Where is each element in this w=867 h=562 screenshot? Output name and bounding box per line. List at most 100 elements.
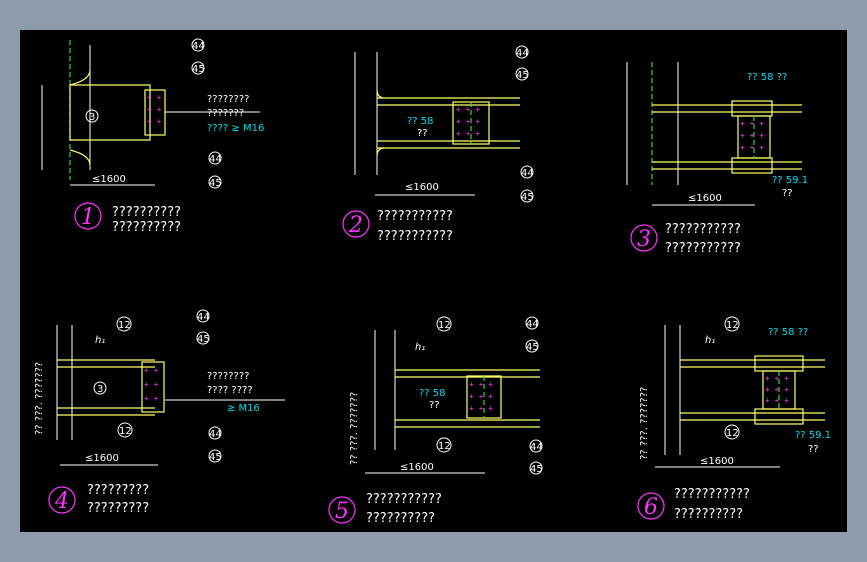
detail-4: + + + + + + ≤1600 h₁ 12 12 3 44 45 44 45…	[34, 309, 285, 516]
ref-label: 3	[89, 112, 95, 123]
flange-plate	[754, 408, 804, 425]
detail-number-circle	[74, 202, 102, 230]
span-label: ≤1600	[92, 174, 126, 185]
plate-label-2: ??	[417, 128, 428, 139]
weld-bubble	[724, 316, 740, 332]
weld-bubble	[191, 61, 205, 75]
weld-bubble	[724, 424, 740, 440]
caption-line-1: ???????????	[366, 492, 442, 507]
caption-line-1: ???????????	[674, 487, 750, 502]
vertical-note: ?? ???. ???????	[639, 387, 650, 460]
bolt-mark: + + +	[740, 143, 764, 152]
weld-label: 12	[726, 428, 739, 439]
weld-bubble	[116, 316, 132, 332]
note-3: ≥ M16	[227, 403, 260, 414]
caption-line-2: ??????????	[674, 507, 743, 522]
bolt-mark: + +	[147, 105, 162, 114]
detail-number: 2	[348, 213, 363, 238]
bolt-mark: + +	[144, 394, 159, 403]
bottom-note-2: ??	[782, 188, 793, 199]
span-label: ≤1600	[85, 453, 119, 464]
beam-outline	[376, 89, 520, 157]
note-3: ???? ≥ M16	[207, 123, 264, 134]
note-2: ???? ????	[207, 385, 253, 396]
detail-number-circle	[630, 224, 658, 252]
weld-bubble	[525, 339, 539, 353]
h1-label: h₁	[95, 335, 105, 346]
detail-2: + + + + + + + + + ≤1600 ?? 58 ?? 44 45 4…	[342, 45, 534, 244]
weld-bubble	[191, 38, 205, 52]
caption-line-2: ??????????	[366, 511, 435, 526]
weld-bubble	[525, 316, 539, 330]
caption-line-2: ???????????	[377, 229, 453, 244]
bolt-mark: + + +	[765, 385, 789, 394]
bottom-note: ?? 59.1	[772, 175, 808, 186]
weld-label: 45	[526, 342, 539, 353]
weld-bubble	[196, 331, 210, 345]
drawing-canvas: + + + + + + ≤1600 3 44 45 44 45 ????????…	[20, 30, 847, 532]
weld-label: 45	[530, 464, 543, 475]
detail-number-circle	[342, 210, 370, 238]
vertical-note: ?? ???. ???????	[34, 362, 45, 435]
weld-label: 45	[197, 334, 210, 345]
caption-line-1: ??????????	[112, 205, 181, 220]
weld-label: 44	[521, 168, 534, 179]
bolt-mark: + +	[144, 380, 159, 389]
weld-label: 44	[530, 442, 543, 453]
weld-label: 12	[726, 320, 739, 331]
weld-bubble	[436, 437, 452, 453]
note-1: ????????	[207, 94, 249, 105]
weld-bubble	[436, 316, 452, 332]
h1-label: h₁	[705, 335, 715, 346]
weld-bubble	[515, 67, 529, 81]
weld-label: 12	[438, 441, 451, 452]
detail-number: 4	[54, 489, 69, 514]
weld-label: 44	[516, 48, 529, 59]
weld-bubble	[208, 449, 222, 463]
weld-label: 45	[209, 178, 222, 189]
bolt-mark: + +	[147, 117, 162, 126]
weld-bubble	[208, 426, 222, 440]
weld-bubble	[208, 175, 222, 189]
detail-6: + + + + + + + + + ≤1600 h₁ 12 12 ?? 58 ?…	[637, 316, 831, 522]
detail-number: 3	[637, 227, 651, 252]
bolt-mark: + + +	[765, 374, 789, 383]
detail-5: + + + + + + + + + ≤1600 h₁ ?? 58 ?? 12 1…	[328, 316, 543, 526]
detail-number-circle	[328, 496, 356, 524]
caption-line-1: ?????????	[87, 483, 149, 498]
span-label: ≤1600	[400, 462, 434, 473]
caption-line-2: ?????????	[87, 501, 149, 516]
detail-number: 6	[644, 495, 658, 520]
weld-label: 44	[209, 154, 222, 165]
bolt-mark: + + +	[740, 119, 764, 128]
weld-label: 12	[118, 320, 131, 331]
bolt-mark: + +	[147, 93, 162, 102]
top-note: ?? 58 ??	[768, 327, 808, 338]
bolt-mark: + + +	[469, 380, 493, 389]
span-label: ≤1600	[405, 182, 439, 193]
weld-bubble	[196, 309, 210, 323]
beam-outline	[69, 84, 151, 141]
vertical-note: ?? ???. ???????	[349, 392, 360, 465]
ref-bubble	[93, 381, 107, 395]
caption-line-1: ???????????	[377, 209, 453, 224]
bolt-mark: + +	[144, 366, 159, 375]
bolt-mark: + + +	[456, 129, 480, 138]
plate-label-2: ??	[429, 400, 440, 411]
ref-label: 3	[97, 384, 103, 395]
note-2: ???????	[207, 108, 244, 119]
caption-line-1: ???????????	[665, 222, 741, 237]
detail-number: 1	[81, 205, 95, 230]
haunch	[69, 69, 91, 166]
span-label: ≤1600	[700, 456, 734, 467]
detail-3: + + + + + + + + + ≤1600 ?? 58 ?? ?? 59.1…	[626, 62, 808, 256]
bolt-mark: + + +	[469, 404, 493, 413]
weld-label: 12	[438, 320, 451, 331]
weld-label: 45	[516, 70, 529, 81]
weld-label: 45	[192, 64, 205, 75]
flange-plate	[731, 157, 773, 174]
detail-number: 5	[335, 499, 349, 524]
bolt-mark: + + +	[765, 396, 789, 405]
top-note: ?? 58 ??	[747, 72, 787, 83]
detail-1: + + + + + + ≤1600 3 44 45 44 45 ????????…	[41, 38, 264, 235]
